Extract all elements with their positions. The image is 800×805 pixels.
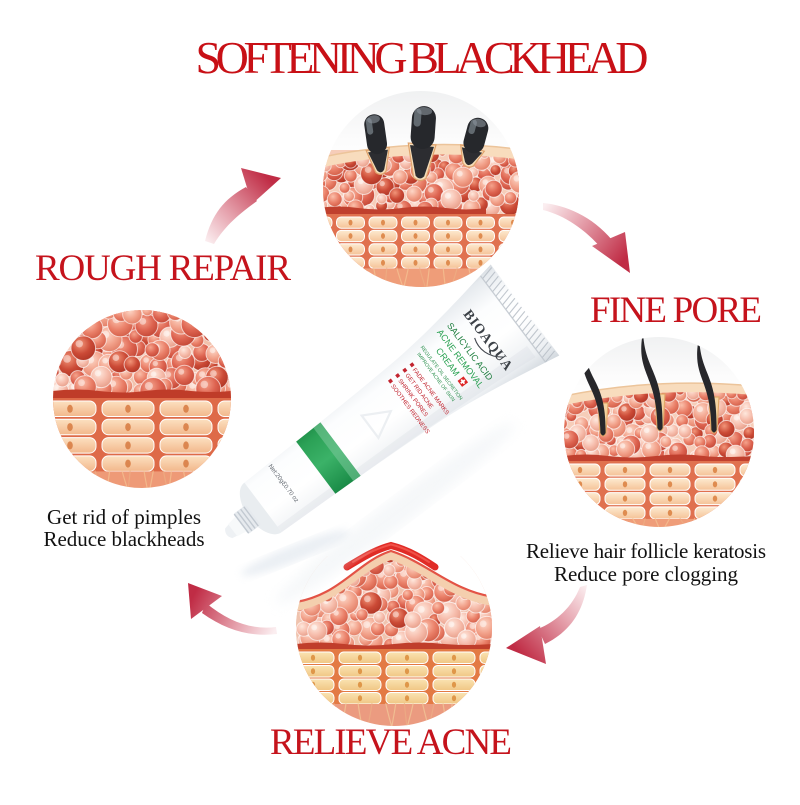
svg-text:Reduce pore clogging: Reduce pore clogging [554, 562, 739, 586]
svg-text:SOFTENING BLACKHEAD: SOFTENING BLACKHEAD [196, 32, 649, 83]
svg-text:Relieve hair follicle keratosi: Relieve hair follicle keratosis [526, 539, 766, 563]
svg-text:RELIEVE ACNE: RELIEVE ACNE [270, 722, 512, 763]
svg-text:ROUGH REPAIR: ROUGH REPAIR [35, 248, 291, 289]
svg-text:FINE PORE: FINE PORE [590, 290, 762, 331]
svg-text:Reduce blackheads: Reduce blackheads [44, 527, 205, 551]
svg-text:Get rid of pimples: Get rid of pimples [47, 505, 201, 529]
